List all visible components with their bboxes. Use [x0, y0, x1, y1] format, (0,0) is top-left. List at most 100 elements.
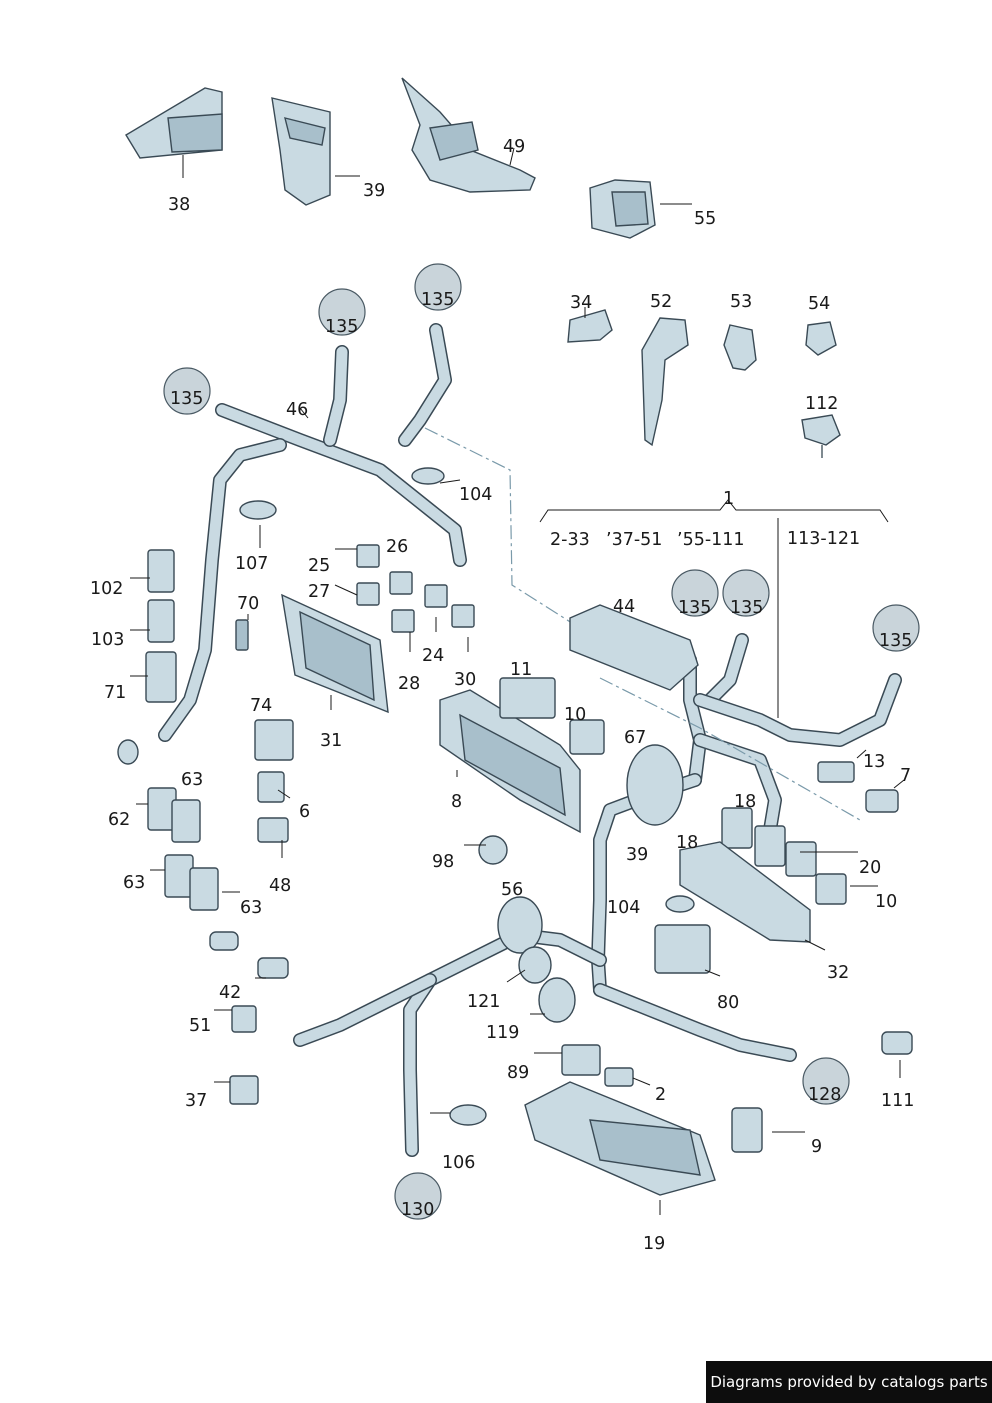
assembly-line-b	[599, 677, 861, 821]
callout-70: 70	[237, 594, 259, 614]
callout-25: 25	[308, 556, 330, 576]
connector-63-b	[164, 854, 194, 898]
ref-135-f: 135	[879, 631, 912, 651]
connector-2	[604, 1067, 634, 1087]
callout-1: 1	[723, 489, 734, 509]
connector-9	[731, 1107, 763, 1153]
callout-37: 37	[185, 1091, 207, 1111]
main-harness	[158, 323, 902, 1157]
part-49-cable-holder	[401, 77, 536, 193]
part-38-bracket	[125, 87, 223, 178]
part-112-screw	[801, 414, 841, 458]
callout-34: 34	[570, 293, 592, 313]
callout-53: 53	[730, 292, 752, 312]
part-52-bracket	[641, 317, 689, 447]
callout-104-right: 104	[607, 898, 640, 918]
part-55-connector	[589, 179, 692, 239]
clamp-107	[239, 500, 277, 520]
connector-70	[235, 619, 249, 651]
sensor-98	[478, 835, 508, 865]
callout-63-left: 63	[123, 873, 145, 893]
relay-24-a	[391, 609, 415, 633]
callout-10-a: 10	[564, 705, 586, 725]
callout-103: 103	[91, 630, 124, 650]
connector-51	[231, 1005, 257, 1033]
connector-89	[561, 1044, 601, 1076]
callout-10-b: 10	[875, 892, 897, 912]
callout-55: 55	[694, 209, 716, 229]
callout-56: 56	[501, 880, 523, 900]
callout-9: 9	[811, 1137, 822, 1157]
callout-19: 19	[643, 1234, 665, 1254]
relay-18-b	[754, 825, 786, 867]
callout-28: 28	[398, 674, 420, 694]
cap-7	[865, 789, 899, 813]
relay-26	[389, 571, 413, 595]
callout-74: 74	[250, 696, 272, 716]
connector-37	[229, 1075, 259, 1105]
connector-11	[499, 677, 556, 719]
part-34-clip	[567, 307, 613, 343]
ref-135-a: 135	[170, 389, 203, 409]
relay-20	[785, 841, 817, 877]
ref-135-d: 135	[678, 598, 711, 618]
callout-48: 48	[269, 876, 291, 896]
callout-106: 106	[442, 1153, 475, 1173]
ref-circle-128	[802, 1057, 850, 1105]
callout-119: 119	[486, 1023, 519, 1043]
callout-31: 31	[320, 731, 342, 751]
relay-27	[356, 582, 380, 606]
callout-range-113-121: 113-121	[787, 529, 860, 549]
connector-6	[257, 771, 285, 803]
connector-74	[254, 719, 294, 761]
callout-107: 107	[235, 554, 268, 574]
control-unit-19	[524, 1081, 716, 1196]
ref-circle-135-e	[722, 569, 770, 617]
ref-135-c: 135	[421, 290, 454, 310]
callout-20: 20	[859, 858, 881, 878]
callout-range-2-33: 2-33	[550, 530, 590, 550]
bulb-42	[209, 931, 289, 979]
connector-71	[145, 651, 177, 703]
callout-89: 89	[507, 1063, 529, 1083]
clamp-104-right	[665, 895, 695, 913]
plug-left	[117, 739, 139, 765]
part-54-clip	[805, 321, 837, 356]
connector-13	[817, 761, 855, 783]
callout-24: 24	[422, 646, 444, 666]
control-unit-80	[654, 924, 711, 974]
relay-board-8	[439, 689, 581, 834]
connector-121	[518, 946, 552, 984]
footer-credit-text: Diagrams provided by catalogs parts	[710, 1373, 988, 1391]
callout-13: 13	[863, 752, 885, 772]
connector-10-b	[815, 873, 847, 905]
relay-board-31	[281, 593, 389, 714]
grommet-67	[626, 744, 684, 826]
group-bracket-1	[539, 499, 889, 523]
callout-32: 32	[827, 963, 849, 983]
callout-2: 2	[655, 1085, 666, 1105]
callout-49: 49	[503, 137, 525, 157]
ref-circle-135-c	[414, 263, 462, 311]
callout-62: 62	[108, 810, 130, 830]
connector-63-c	[189, 867, 219, 911]
ref-130: 130	[401, 1200, 434, 1220]
callout-range-55-111: ’55-111	[677, 530, 745, 550]
connector-119	[538, 977, 576, 1023]
relay-25	[356, 544, 380, 568]
callout-104-top: 104	[459, 485, 492, 505]
connector-102	[147, 549, 175, 593]
relay-24-b	[424, 584, 448, 608]
callout-38: 38	[168, 195, 190, 215]
callout-39-mid: 39	[626, 845, 648, 865]
callout-27: 27	[308, 582, 330, 602]
connector-63-a	[171, 799, 201, 843]
callout-42: 42	[219, 983, 241, 1003]
callout-51: 51	[189, 1016, 211, 1036]
connector-10-a	[569, 719, 605, 755]
callout-80: 80	[717, 993, 739, 1013]
callout-54: 54	[808, 294, 830, 314]
callout-range-37-51: ’37-51	[606, 530, 662, 550]
support-44	[569, 604, 699, 691]
